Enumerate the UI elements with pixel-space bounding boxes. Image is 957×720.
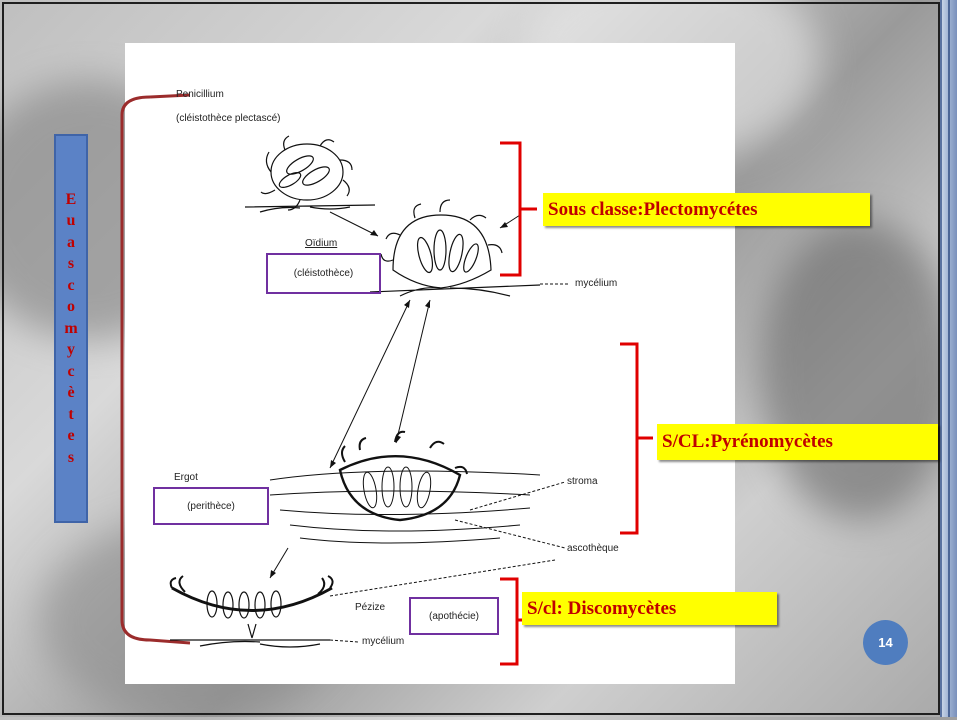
label-ergot-sub: (perithèce) [153,487,269,525]
side-letter: y [67,339,75,361]
plectomycetes-bracket [500,143,537,275]
penicillium-cleistothecium [245,136,375,212]
side-letter: è [67,382,74,404]
callout-discomycetes: S/cl: Discomycètes [522,592,777,625]
label-ergot: Ergot [174,472,198,483]
label-stroma: stroma [567,476,598,487]
label-penicillium: Penicillium [176,89,224,100]
side-letter: o [67,296,75,318]
side-letter: c [67,361,74,383]
label-pezize: Pézize [355,602,385,613]
euascomycetes-vertical-label: E u a s c o m y c è t e s [54,134,88,523]
page-number-badge: 14 [863,620,908,665]
euascomycetes-bracket [122,97,190,643]
side-letter: c [67,275,74,297]
pyrenomycetes-bracket [620,344,653,533]
side-letter: e [67,425,74,447]
ergot-stroma [270,432,540,543]
label-oidium-sub: (cléistothèce) [266,253,381,294]
side-letter: s [68,253,74,275]
pezize-apothecium [170,576,333,647]
label-penicillium-sub: (cléistothèce plectascé) [176,113,281,124]
callout-pyrenomycetes: S/CL:Pyrénomycètes [657,424,938,460]
label-mycelium-bottom: mycélium [362,636,404,647]
side-letter: t [68,404,73,426]
label-ascotheque: ascothèque [567,543,619,554]
side-letter: u [67,210,76,232]
label-pezize-sub: (apothécie) [409,597,499,635]
side-letter: E [66,189,77,211]
side-letter: s [68,447,74,469]
label-mycelium-top: mycélium [575,278,617,289]
side-letter: m [64,318,77,340]
label-oidium: Oïdium [305,238,337,249]
oidium-cleistothecium [370,200,540,296]
side-letter: a [67,232,75,254]
callout-plectomycetes: Sous classe:Plectomycétes [543,193,870,226]
